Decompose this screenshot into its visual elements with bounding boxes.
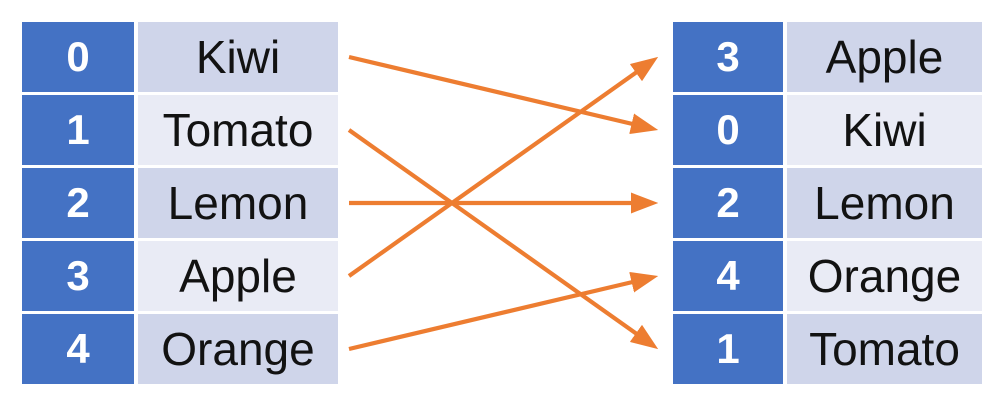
index-cell: 4 xyxy=(22,314,134,384)
index-cell: 2 xyxy=(673,168,783,238)
index-cell: 0 xyxy=(22,22,134,92)
mapping-arrow xyxy=(347,56,659,278)
value-cell: Orange xyxy=(138,314,338,384)
index-cell: 3 xyxy=(22,241,134,311)
value-cell: Tomato xyxy=(138,95,338,165)
index-cell: 1 xyxy=(22,95,134,165)
value-cell: Kiwi xyxy=(787,95,982,165)
value-cell: Tomato xyxy=(787,314,982,384)
value-cell: Lemon xyxy=(787,168,982,238)
mapping-arrow xyxy=(347,128,659,350)
index-cell: 2 xyxy=(22,168,134,238)
mapping-arrow xyxy=(348,272,659,352)
value-cell: Apple xyxy=(787,22,982,92)
mapping-arrow xyxy=(348,54,659,134)
value-cell: Apple xyxy=(138,241,338,311)
value-cell: Lemon xyxy=(138,168,338,238)
value-cell: Orange xyxy=(787,241,982,311)
index-cell: 0 xyxy=(673,95,783,165)
index-cell: 1 xyxy=(673,314,783,384)
index-cell: 4 xyxy=(673,241,783,311)
left-table: 0 Kiwi 1 Tomato 2 Lemon 3 Apple 4 Orange xyxy=(22,22,338,384)
right-table: 3 Apple 0 Kiwi 2 Lemon 4 Orange 1 Tomato xyxy=(673,22,982,384)
index-cell: 3 xyxy=(673,22,783,92)
value-cell: Kiwi xyxy=(138,22,338,92)
